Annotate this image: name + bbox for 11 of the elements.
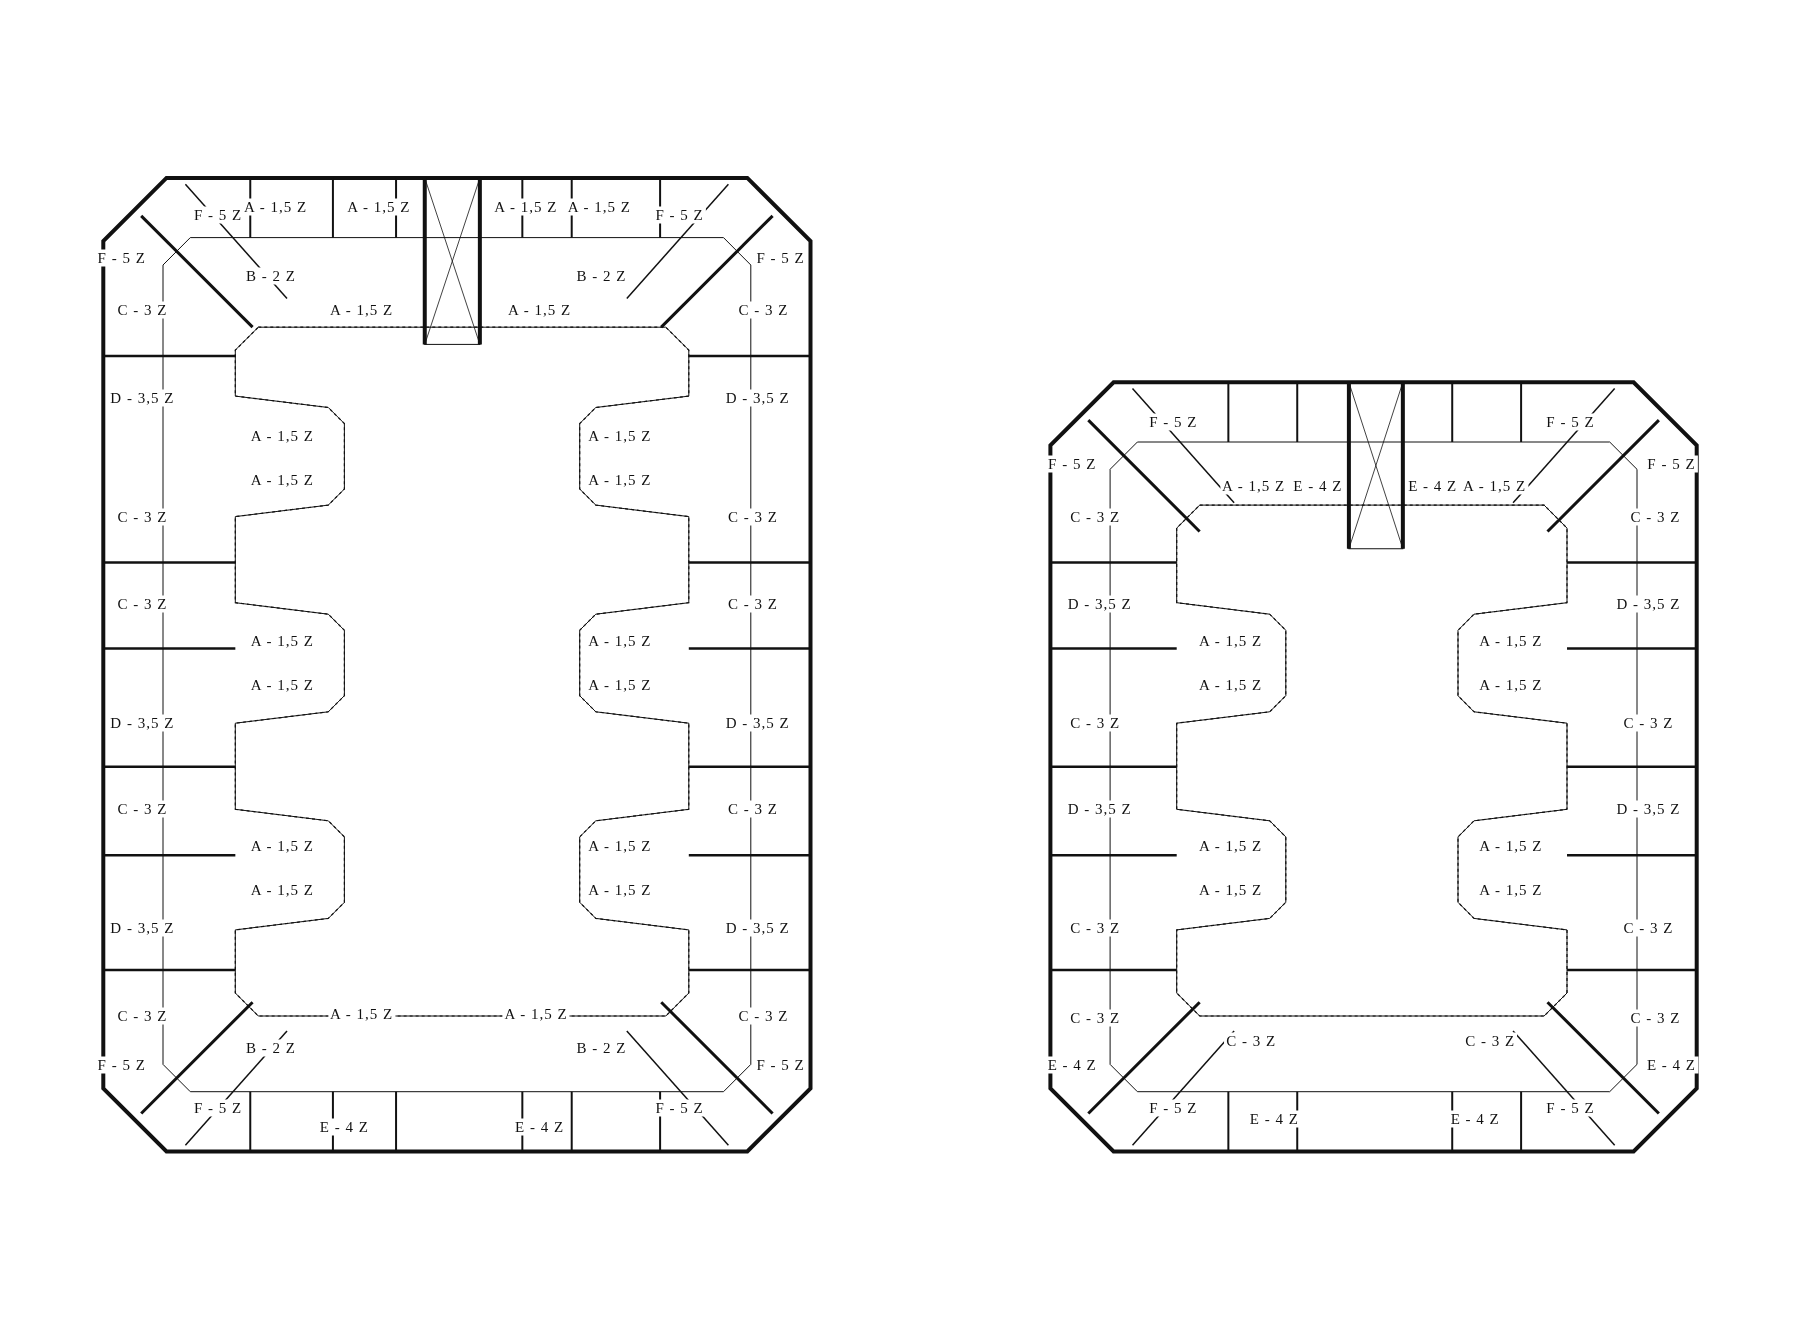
unit-type-label: E - 4 Z bbox=[1644, 1056, 1698, 1074]
unit-type-label: F - 5 Z bbox=[95, 1056, 148, 1074]
unit-type-label: F - 5 Z bbox=[653, 206, 706, 224]
unit-type-label: A - 1,5 Z bbox=[565, 198, 633, 216]
unit-type-label: F - 5 Z bbox=[1645, 455, 1698, 473]
unit-type-label: F - 5 Z bbox=[95, 249, 148, 267]
unit-type-label: E - 4 Z bbox=[1247, 1110, 1301, 1128]
unit-type-label: B - 2 Z bbox=[243, 1039, 298, 1057]
unit-type-label: E - 4 Z bbox=[317, 1118, 371, 1136]
unit-type-label: B - 2 Z bbox=[243, 267, 298, 284]
unit-type-label: F - 5 Z bbox=[653, 1099, 706, 1117]
